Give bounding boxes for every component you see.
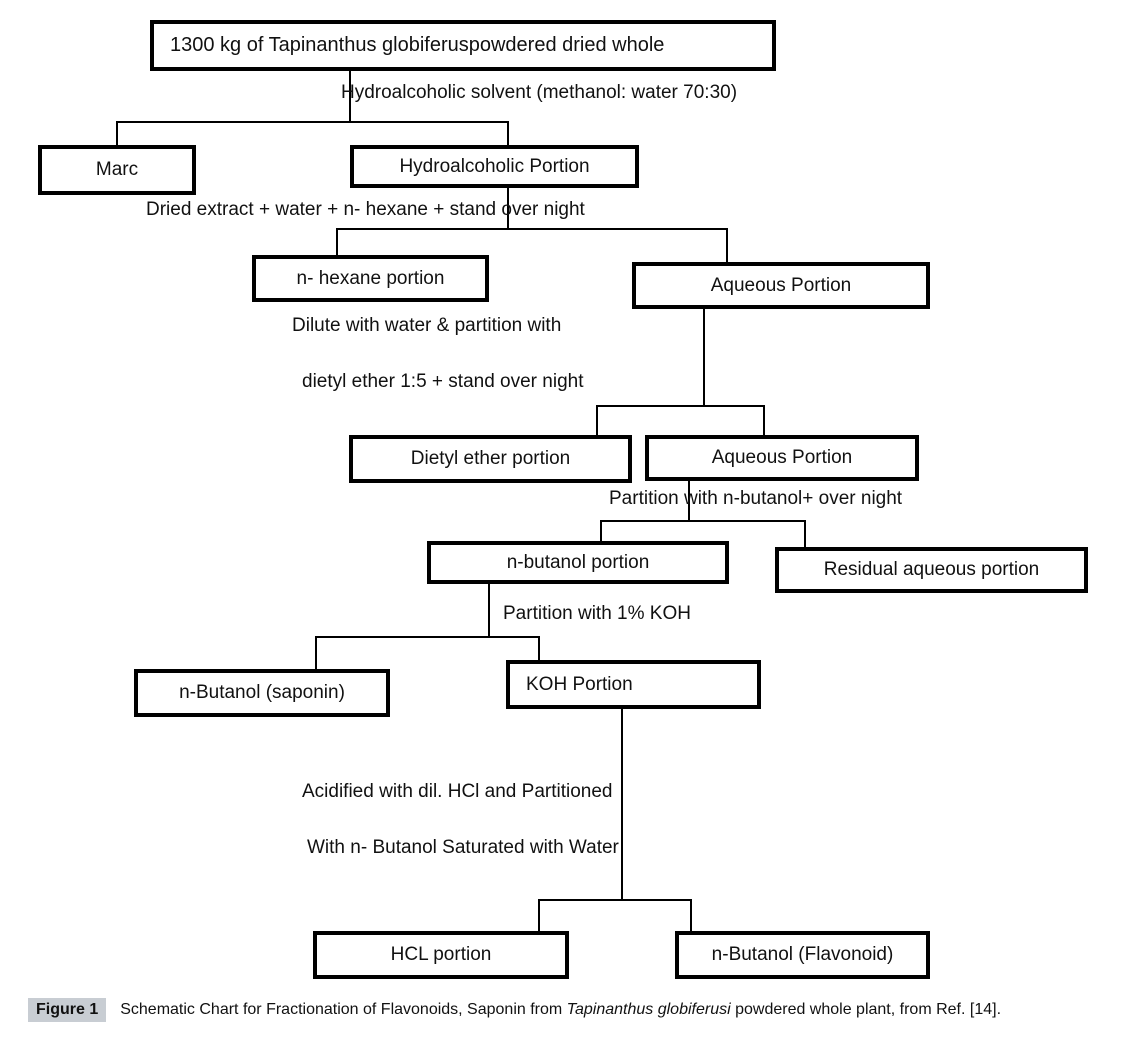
- node-label: n-Butanol (saponin): [179, 682, 345, 703]
- node-label: n-butanol portion: [506, 551, 650, 573]
- node-label: Hydroalcoholic Portion: [399, 155, 590, 177]
- node-label: HCL portion: [390, 944, 492, 965]
- connector: [336, 228, 338, 256]
- node-residual-aqueous-portion: Residual aqueous portion: [775, 547, 1088, 593]
- connector: [538, 636, 540, 661]
- node-n-butanol-flavonoid: n-Butanol (Flavonoid): [675, 931, 930, 979]
- node-label: Dietyl ether portion: [410, 448, 571, 469]
- step-partition-butanol: Partition with n-butanol+ over night: [609, 488, 903, 509]
- connector: [596, 405, 598, 436]
- connector: [596, 405, 765, 407]
- connector: [690, 899, 692, 932]
- node-n-hexane-portion: n- hexane portion: [252, 255, 489, 302]
- caption-text-after: powdered whole plant, from Ref. [14].: [730, 1001, 1002, 1018]
- connector: [688, 480, 690, 521]
- connector: [116, 121, 118, 147]
- connector: [600, 520, 806, 522]
- connector: [488, 583, 490, 637]
- connector: [507, 187, 509, 229]
- caption-text: Schematic Chart for Fractionation of Fla…: [120, 1001, 1001, 1019]
- node-label: Aqueous Portion: [710, 274, 852, 296]
- connector: [538, 899, 540, 932]
- node-koh-portion: KOH Portion: [506, 660, 761, 709]
- node-start: 1300 kg of Tapinanthus globiferuspowdere…: [150, 20, 776, 71]
- step-dried-extract: Dried extract + water + n- hexane + stan…: [146, 199, 585, 220]
- node-label: KOH Portion: [526, 673, 633, 695]
- connector: [763, 405, 765, 436]
- node-label: n- hexane portion: [296, 267, 445, 289]
- connector: [315, 636, 317, 670]
- node-dietyl-ether-portion: Dietyl ether portion: [349, 435, 632, 483]
- figure-caption: Figure 1 Schematic Chart for Fractionati…: [28, 996, 1001, 1024]
- step-dilute-line1: Dilute with water & partition with: [292, 315, 562, 336]
- node-label: n-Butanol (Flavonoid): [711, 944, 894, 965]
- node-aqueous-portion-2: Aqueous Portion: [645, 435, 919, 481]
- connector: [336, 228, 728, 230]
- connector: [703, 308, 705, 406]
- step-partition-koh: Partition with 1% KOH: [503, 603, 691, 624]
- node-label: Residual aqueous portion: [823, 559, 1040, 580]
- node-marc: Marc: [38, 145, 196, 195]
- caption-text-before: Schematic Chart for Fractionation of Fla…: [120, 1001, 567, 1018]
- connector: [726, 228, 728, 263]
- connector: [621, 708, 623, 900]
- connector: [600, 520, 602, 542]
- connector: [315, 636, 540, 638]
- figure-tag: Figure 1: [28, 998, 107, 1022]
- node-label: Aqueous Portion: [711, 447, 853, 468]
- step-hydroalcoholic-solvent: Hydroalcoholic solvent (methanol: water …: [341, 82, 738, 103]
- node-hydroalcoholic-portion: Hydroalcoholic Portion: [350, 145, 639, 188]
- step-dilute-line2: dietyl ether 1:5 + stand over night: [302, 371, 584, 392]
- connector: [538, 899, 692, 901]
- node-n-butanol-saponin: n-Butanol (saponin): [134, 669, 390, 717]
- step-acidified-line2: With n- Butanol Saturated with Water: [307, 837, 619, 858]
- step-acidified-line1: Acidified with dil. HCl and Partitioned: [302, 781, 613, 802]
- connector: [804, 520, 806, 548]
- caption-species: Tapinanthus globiferusi: [566, 1001, 731, 1018]
- node-n-butanol-portion: n-butanol portion: [427, 541, 729, 584]
- connector: [349, 70, 351, 122]
- connector: [507, 121, 509, 147]
- node-label: 1300 kg of Tapinanthus globiferuspowdere…: [170, 34, 665, 56]
- connector: [116, 121, 509, 123]
- node-hcl-portion: HCL portion: [313, 931, 569, 979]
- node-label: Marc: [95, 159, 139, 180]
- node-aqueous-portion-1: Aqueous Portion: [632, 262, 930, 309]
